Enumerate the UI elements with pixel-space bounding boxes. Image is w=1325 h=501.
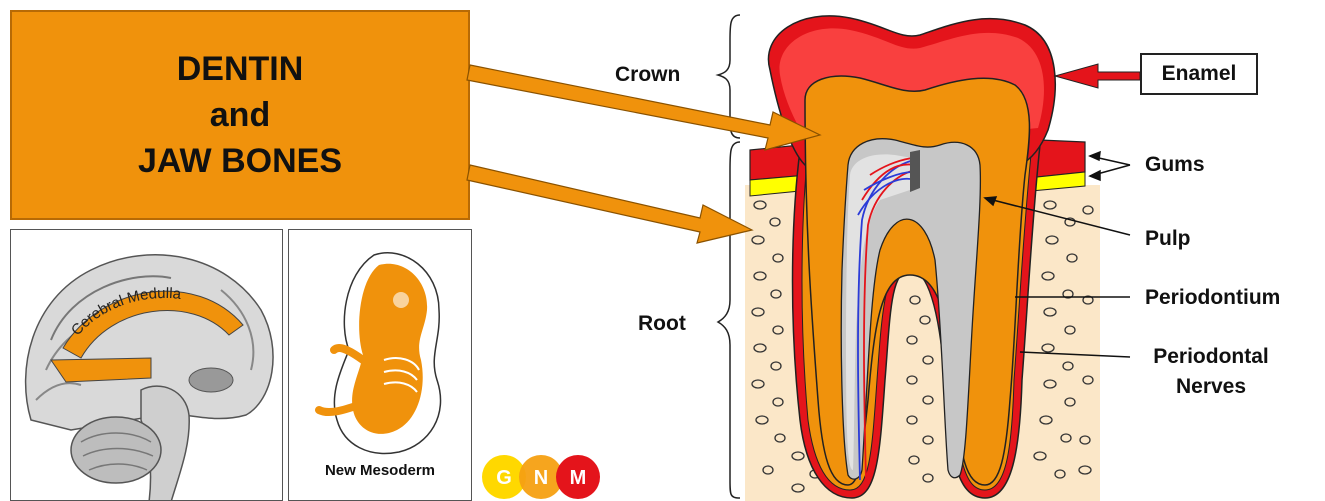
logo-letter-m: M: [570, 467, 587, 489]
periodontal-nerves-line-2: Nerves: [1145, 372, 1277, 402]
pulp-light: [846, 154, 912, 470]
gum-yellow-left: [750, 175, 810, 196]
title-line-2: and: [210, 92, 270, 138]
gnm-logo: G N M: [480, 454, 610, 500]
arrow-to-root: [467, 165, 752, 243]
enamel-arrow: [1055, 64, 1140, 88]
crown-brace: [718, 15, 740, 138]
gum-right: [1028, 140, 1085, 178]
enamel-label: Enamel: [1162, 62, 1237, 86]
title-line-1: DENTIN: [177, 46, 304, 92]
pulp-label: Pulp: [1145, 227, 1191, 251]
gum-yellow-right: [1020, 172, 1085, 192]
jaw-bone: [745, 185, 1100, 501]
periodontium-label: Periodontium: [1145, 286, 1280, 310]
embryo-panel: New Mesoderm: [288, 229, 472, 501]
pulp-chamber: [841, 139, 980, 479]
dentin: [805, 76, 1029, 485]
root-brace: [718, 142, 740, 498]
periodontal-nerves-line-1: Periodontal: [1145, 342, 1277, 372]
periodontium: [793, 145, 1041, 498]
gum-left: [750, 145, 808, 180]
crown-label: Crown: [615, 63, 680, 87]
title-line-3: JAW BONES: [138, 138, 342, 184]
enamel-highlight: [779, 28, 1043, 150]
embryo-caption: New Mesoderm: [289, 462, 471, 479]
enamel: [768, 16, 1055, 165]
periodontal-nerves-label: Periodontal Nerves: [1145, 342, 1277, 402]
title-box: DENTIN and JAW BONES: [10, 10, 470, 220]
logo-letter-g: G: [496, 467, 512, 489]
periodontal-layer: [802, 145, 1032, 490]
brain-illustration: Cerebral Medulla: [11, 230, 283, 501]
brain-panel: Cerebral Medulla: [10, 229, 283, 501]
leader-lines: [985, 152, 1130, 357]
logo-letter-n: N: [534, 467, 548, 489]
gums-label: Gums: [1145, 153, 1205, 177]
embryo-illustration: [289, 230, 472, 501]
pulp-edge: [910, 150, 920, 192]
enamel-label-box: Enamel: [1140, 53, 1258, 95]
nerves-vessels: [858, 158, 915, 480]
root-label: Root: [638, 312, 686, 336]
bone-cells: [752, 201, 1093, 492]
